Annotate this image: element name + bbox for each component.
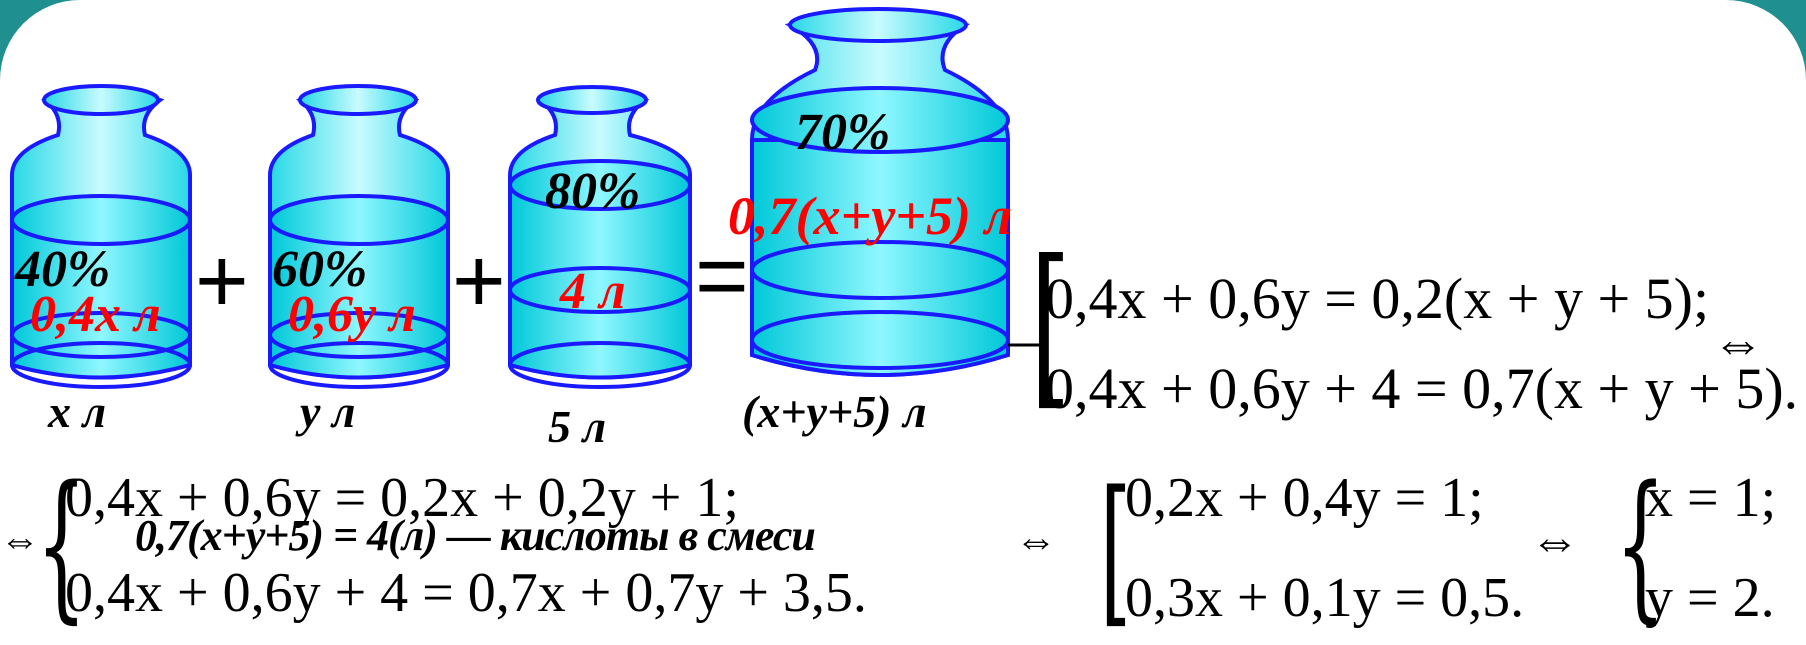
system-2-line-1: 0,4x + 0,6y = 0,2x + 0,2y + 1; — [65, 467, 739, 529]
jar-3 — [508, 85, 692, 389]
equiv-icon-0: ⇔ — [0, 517, 40, 562]
system-4-line-2: y = 2. — [1645, 567, 1775, 629]
jar-4 — [750, 7, 1010, 377]
jar-2-percent: 60% — [272, 241, 368, 298]
overlay-text: 0,7(x+y+5) = 4(л) — кислоты в смеси — [135, 511, 816, 560]
jar-1-percent: 40% — [15, 241, 111, 298]
equals-sign: = — [695, 225, 749, 327]
system-3-line-1: 0,2x + 0,4y = 1; — [1125, 467, 1484, 529]
system-1-line-2: 0,4x + 0,6y + 4 = 0,7(x + y + 5). — [1045, 356, 1799, 421]
system-3-line-2: 0,3x + 0,1y = 0,5. — [1125, 567, 1525, 629]
equiv-icon-3: ⇔ — [1530, 512, 1580, 568]
jar-2-volume: y л — [300, 386, 356, 437]
jar-3-volume: 5 л — [548, 401, 607, 452]
system-2-line-2: 0,4x + 0,6y + 4 = 0,7x + 0,7y + 3,5. — [65, 562, 867, 624]
plus-sign-1: + — [195, 230, 249, 332]
system-4-brace: { — [1615, 451, 1666, 638]
jar-1-solute: 0,4x л — [30, 286, 161, 343]
jar-3-solute: 4 л — [560, 263, 626, 320]
equiv-icon-2: ⇔ — [1015, 518, 1057, 564]
plus-sign-2: + — [452, 230, 506, 332]
jar-2 — [268, 84, 450, 389]
equiv-icon-1: ⇔ — [1712, 315, 1764, 372]
jar-3-percent: 80% — [545, 163, 641, 220]
jar-4-volume: (x+y+5) л — [742, 386, 927, 437]
jar-4-percent: 70% — [795, 104, 891, 161]
system-4-line-1: x = 1; — [1645, 467, 1777, 529]
jar-1 — [10, 84, 192, 389]
jar-1-volume: x л — [48, 386, 107, 437]
system-3-brace: [ — [1100, 456, 1132, 643]
system-1-brace: [ — [1030, 224, 1071, 427]
system-2-brace: { — [36, 451, 87, 638]
jar-2-solute: 0,6y л — [288, 286, 416, 343]
jar-4-solute: 0,7(x+y+5) л — [728, 186, 1013, 246]
system-1-line-1: 0,4x + 0,6y = 0,2(x + y + 5); — [1045, 266, 1710, 331]
